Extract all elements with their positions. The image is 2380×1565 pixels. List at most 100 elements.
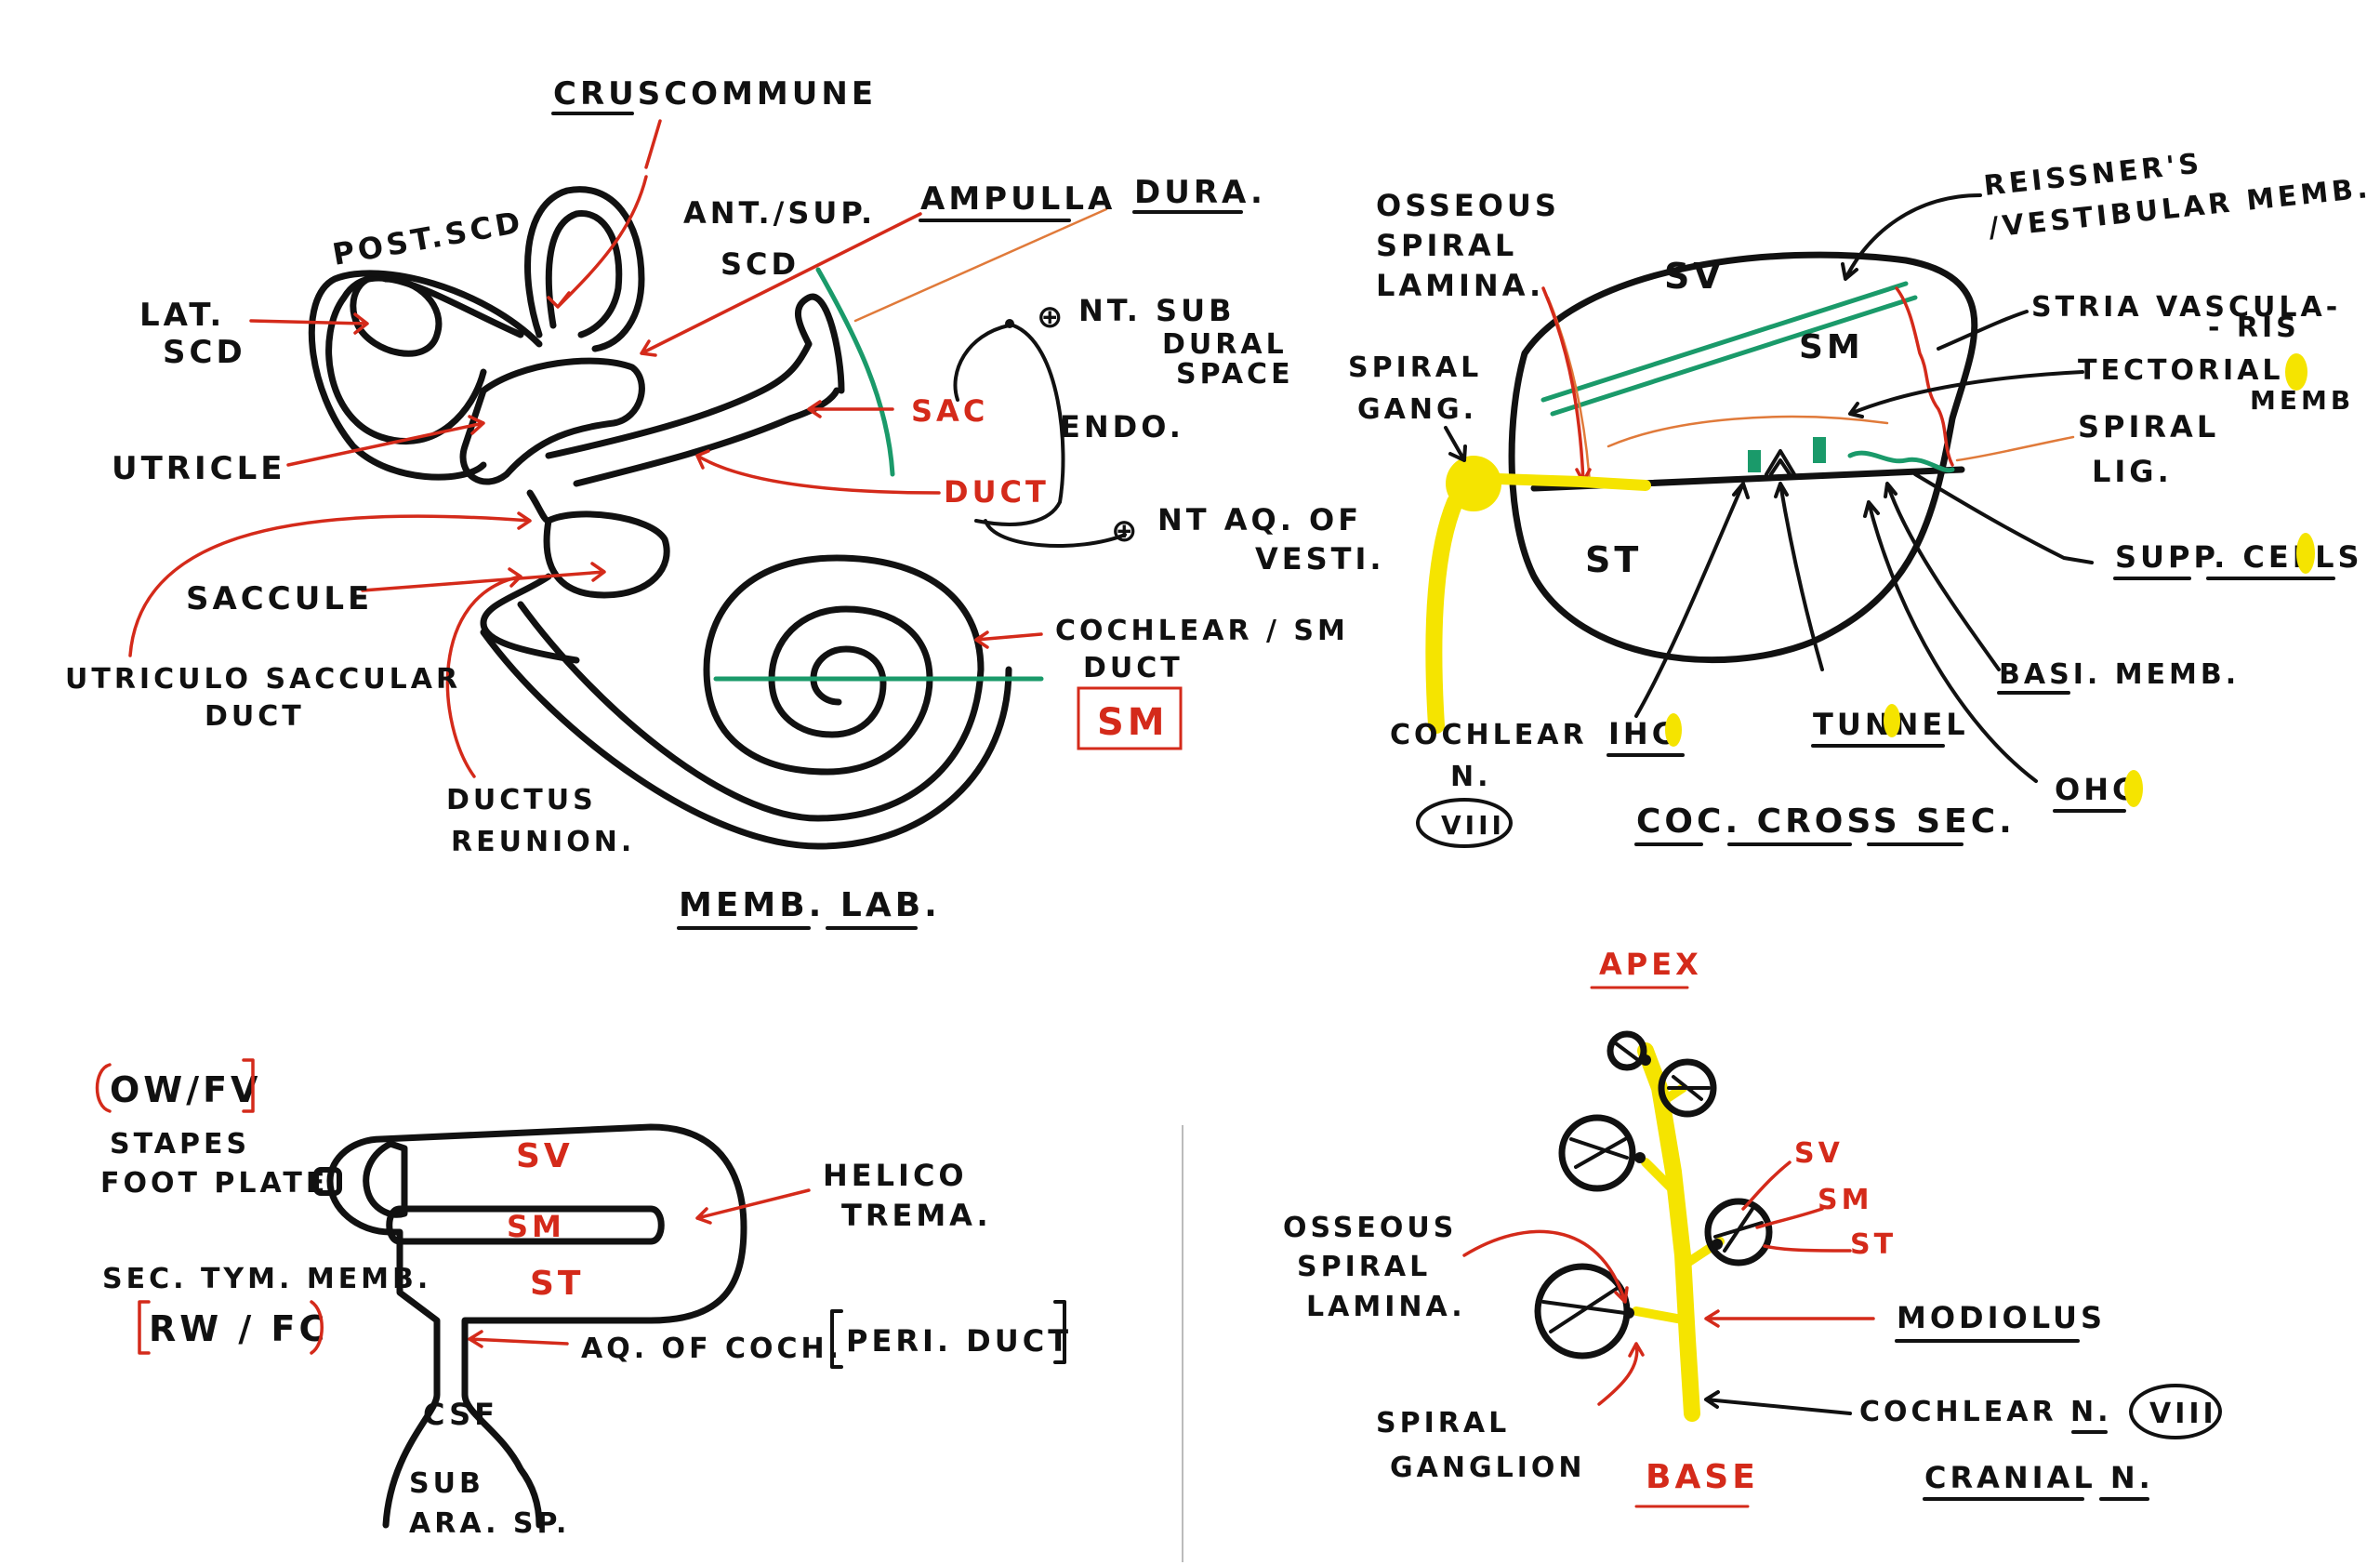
- lateral-canal-outline: [350, 273, 443, 357]
- st-region-label: ST: [1585, 539, 1642, 580]
- spiral-lig-label: SPIRAL: [2078, 409, 2219, 444]
- endo-label: ENDO.: [1060, 409, 1184, 444]
- turn-circle-2: [1658, 1058, 1717, 1118]
- outer-canal-loop: [308, 270, 543, 481]
- branch-dot-1: [1634, 1152, 1646, 1163]
- apex-label: APEX: [1599, 947, 1702, 982]
- duct-arrow: [695, 449, 941, 495]
- utriculosaccular-duct-outline: [526, 489, 552, 524]
- outer-hair-cell: [1813, 437, 1826, 463]
- tunnel-of-corti: [1765, 449, 1796, 476]
- spiral-ganglion-pointer: [1597, 1342, 1645, 1406]
- tunnel-highlight: [1884, 704, 1900, 737]
- memb-lab-title: MEMB. LAB.: [679, 886, 941, 924]
- spiral-lig-arrow: [1955, 435, 2075, 462]
- stria-arrow: [1937, 310, 2029, 351]
- space-label: SPACE: [1176, 358, 1294, 391]
- crus-commune-arrow: [547, 119, 662, 309]
- nt-sub-dot: [1005, 319, 1014, 328]
- turn-circle-4: [1704, 1198, 1773, 1267]
- stria-vascularis: [1895, 286, 1954, 467]
- saccule-arrow: [361, 562, 606, 592]
- cochlear-duct-label: DUCT: [1083, 652, 1183, 684]
- tectorial-memb-label: MEMB: [2250, 385, 2354, 416]
- sub-label: SUB: [409, 1467, 484, 1500]
- csf-label: CSF: [423, 1397, 498, 1432]
- sv-region-label: SV: [1664, 256, 1725, 297]
- reunion-label: REUNION.: [451, 826, 635, 858]
- perilymph-outer: [377, 1123, 747, 1529]
- modiolus-label: MODIOLUS: [1897, 1300, 2106, 1335]
- cranial-n-label: CRANIAL N.: [1924, 1460, 2154, 1495]
- sv-label: SV: [516, 1137, 574, 1175]
- supporting-cells: [1847, 450, 1955, 473]
- ohc-highlight: [2124, 770, 2143, 807]
- modiolus-branch-3: [1632, 1306, 1692, 1325]
- branch-dot-3: [1623, 1307, 1634, 1319]
- osseous-lamina-pointer: [1462, 1229, 1629, 1304]
- utricle-outline: [459, 357, 645, 485]
- dura-line: [815, 267, 895, 477]
- superior-canal-outline: [524, 186, 645, 352]
- reissners-membrane-2: [1550, 295, 1918, 417]
- sm-label: SM: [507, 1209, 565, 1244]
- lat-scd-arrow: [249, 312, 369, 335]
- utricle-arrow: [286, 415, 485, 467]
- coc-cross-sec-title: COC. CROSS SEC.: [1636, 802, 2016, 841]
- aq-coch-label: AQ. OF COCH.: [581, 1333, 842, 1365]
- sac-label: SAC: [911, 393, 988, 429]
- sv-pointer: [1741, 1160, 1792, 1211]
- dura-label: DURA.: [1134, 174, 1266, 211]
- tectorial-highlight: [2285, 353, 2307, 391]
- stria-label-1: STRIA VASCULA-: [2031, 291, 2341, 324]
- base-label: BASE: [1646, 1458, 1759, 1496]
- st-pointer: [1763, 1244, 1852, 1253]
- post-scd-label: POST.SCD: [330, 204, 526, 272]
- basi-memb-label: BASI. MEMB.: [1999, 658, 2240, 691]
- viii-label: VIII: [1441, 810, 1505, 841]
- trema-label: TREMA.: [841, 1198, 992, 1233]
- utriculo-label: UTRICULO SACCULAR: [65, 663, 461, 696]
- turn-circle-1: [1606, 1030, 1647, 1071]
- supp-cells-highlight: [2296, 533, 2315, 574]
- modiolus-panel: APEX SV SM ST OSSEOUS SPIRAL LAMINA. MOD…: [1283, 947, 2222, 1508]
- sac-arrow: [807, 400, 894, 418]
- membranous-labyrinth-panel: CRUSCOMMUNE POST.SCD ANT./SUP. SCD AMPUL…: [65, 75, 1382, 930]
- modiolus-branch-1: [1641, 1158, 1678, 1195]
- stapes-nub: [313, 1167, 342, 1196]
- modiolus-arrow: [1704, 1309, 1875, 1328]
- posterior-canal-outline: [325, 274, 524, 445]
- rw-fc-label: RW / FC: [149, 1308, 328, 1349]
- cochlear-duct-inner: [480, 629, 1012, 850]
- sec-tym-label: SEC. TYM. MEMB.: [102, 1263, 431, 1295]
- tunnel-arrow: [1774, 482, 1824, 671]
- ductus-reuniens-outline: [480, 573, 580, 664]
- mod-spiral-label: SPIRAL: [1297, 1251, 1431, 1283]
- mod-cochlear-n-label: COCHLEAR N.: [1859, 1396, 2112, 1428]
- stria-label-2: - RIS: [2208, 312, 2300, 344]
- basi-memb-arrow: [1884, 482, 2001, 671]
- mod-viii-circle: [2129, 1384, 2222, 1439]
- dural-label: DURAL: [1162, 328, 1288, 361]
- ow-fv-label: OW/FV: [110, 1069, 261, 1110]
- rw-fc-bracket-left: [138, 1300, 151, 1355]
- nt-aq-pointer: [984, 519, 1127, 548]
- gang-label: GANG.: [1357, 393, 1477, 426]
- cochlear-nerve-fibre: [1425, 494, 1463, 734]
- lig-label: LIG.: [2092, 454, 2173, 489]
- saccule-label: SACCULE: [186, 580, 373, 617]
- ampulla-label: AMPULLA: [920, 180, 1116, 218]
- helicotrema-arrow: [695, 1188, 811, 1225]
- mod-lamina-label: LAMINA.: [1306, 1291, 1466, 1323]
- n-label: N.: [1450, 761, 1492, 793]
- viii-circle: [1416, 798, 1513, 848]
- endolymphatic-duct-outline: [545, 340, 813, 459]
- ant-sup-scd-label: SCD: [721, 246, 800, 282]
- cochlea-cross-section-panel: OSSEOUS SPIRAL LAMINA. REISSNER'S /VESTI…: [1348, 147, 2373, 848]
- cochlea-outer-outline: [1508, 251, 1978, 664]
- inner-hair-cell: [1748, 450, 1761, 472]
- ohc-arrow: [1863, 500, 2038, 783]
- ow-fv-bracket-left: [95, 1063, 112, 1113]
- nt-sub-label: NT. SUB: [1078, 293, 1235, 328]
